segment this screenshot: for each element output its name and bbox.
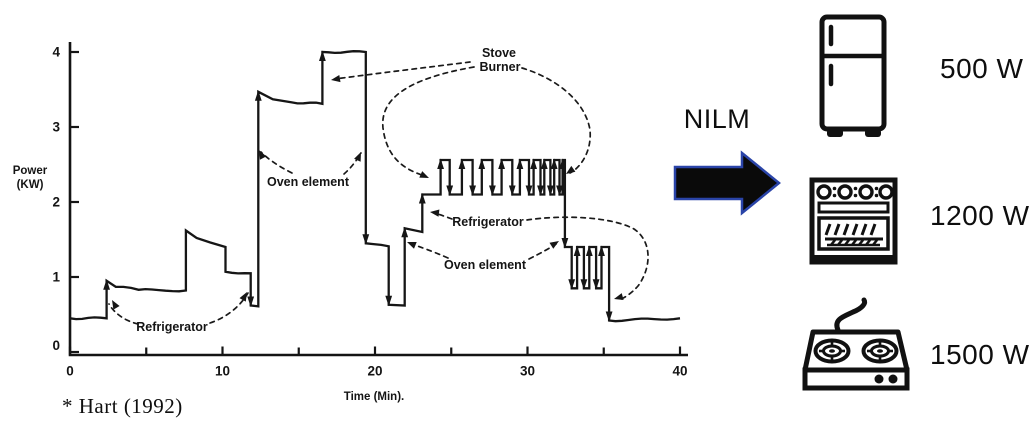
annotation-oven-element-2: Oven element	[444, 258, 527, 272]
svg-text:0: 0	[52, 338, 60, 353]
waveform	[69, 50, 681, 323]
burner-left	[813, 338, 851, 364]
oven-icon	[809, 177, 898, 265]
annotation-refrigerator-2: Refrigerator	[452, 215, 524, 229]
annotation-stove-burner-line2: Burner	[480, 60, 521, 74]
y-axis-label-line1: Power	[13, 165, 48, 177]
refrigerator-icon	[819, 14, 887, 137]
source-credit: * Hart (1992)	[62, 394, 183, 418]
refrigerator-power-label: 500 W	[940, 53, 1024, 84]
svg-text:30: 30	[520, 364, 535, 379]
annotation-arrows	[108, 61, 649, 325]
burner-right	[861, 338, 899, 364]
nilm-arrow-icon	[673, 150, 781, 216]
power-chart: 0 10 20 30 40 0 1 2 3 4 Power (KW) Time (Min). Re…	[13, 42, 688, 403]
svg-text:40: 40	[672, 364, 687, 379]
stove-icon	[802, 297, 910, 391]
oven-power-label: 1200 W	[930, 200, 1030, 231]
annotation-oven-element-1: Oven element	[267, 175, 350, 189]
svg-text:10: 10	[215, 364, 230, 379]
svg-text:20: 20	[367, 364, 382, 379]
svg-text:2: 2	[52, 195, 60, 210]
x-axis-label: Time (Min).	[344, 391, 404, 403]
axes: 0 10 20 30 40 0 1 2 3 4	[52, 42, 688, 379]
y-axis-label-line2: (KW)	[17, 179, 44, 191]
svg-text:4: 4	[52, 45, 60, 60]
svg-text:1: 1	[52, 270, 60, 285]
svg-text:0: 0	[66, 364, 74, 379]
annotation-refrigerator-1: Refrigerator	[136, 320, 208, 334]
svg-text:3: 3	[52, 120, 60, 135]
annotation-stove-burner-line1: Stove	[482, 46, 516, 60]
stove-power-label: 1500 W	[930, 339, 1030, 370]
nilm-label: NILM	[683, 104, 751, 134]
